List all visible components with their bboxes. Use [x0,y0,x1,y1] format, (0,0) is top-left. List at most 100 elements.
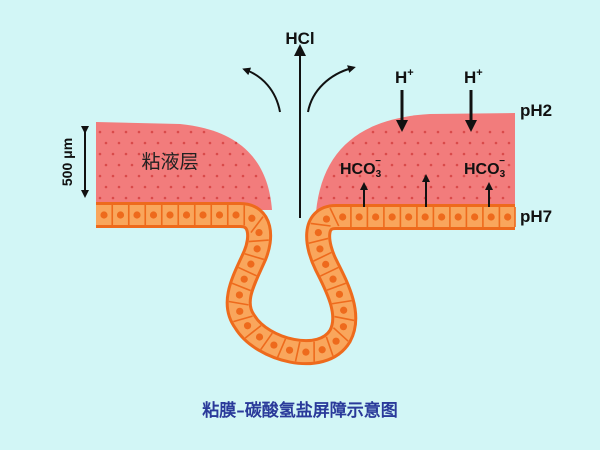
epithelium-outline [96,202,515,366]
mucus-dot [371,152,375,156]
cell-nucleus [340,306,348,314]
cell-wall [294,341,301,362]
mucus-dot [462,152,466,156]
mucus-dot [436,174,440,178]
mucus-dot [338,163,342,167]
mucus-dot [169,185,173,189]
mucus-dot [364,163,368,167]
mucus-dot [163,152,167,156]
mucus-dot [475,196,479,200]
mucus-dot [325,185,329,189]
hco3-label-2: HCO3− [464,156,506,180]
mucus-dot [202,152,206,156]
mucus-dot [189,174,193,178]
cell-wall [320,266,339,277]
cell-wall [260,332,273,351]
mucus-layer-label: 粘液层 [141,151,198,173]
mucus-dot [475,130,479,134]
mucus-dot [338,185,342,189]
mucus-dot [221,185,225,189]
cell-wall [276,338,287,358]
mucus-dot [169,141,173,145]
mucus-dot [410,196,414,200]
mucus-dot [221,141,225,145]
mucus-dot [195,163,199,167]
cell-nucleus [388,213,396,221]
mucus-dot [507,185,511,189]
mucus-dot [176,196,180,200]
mucus-dot [377,185,381,189]
mucus-dot [475,174,479,178]
mucus-dot [423,152,427,156]
mucus-dot [130,141,134,145]
mucus-dot [462,196,466,200]
cell-nucleus [316,245,324,253]
mucus-dot [202,130,206,134]
mucus-dot [429,185,433,189]
mucus-dot [429,141,433,145]
mucus-dot [182,141,186,145]
mucus-dot [104,141,108,145]
cell-wall [329,207,340,227]
mucus-dot [189,152,193,156]
mucus-dot [384,130,388,134]
mucus-dot [423,174,427,178]
mucus-dot [442,163,446,167]
cell-wall [231,282,252,292]
mucus-dot [247,163,251,167]
mucus-dot [501,152,505,156]
curved-arrow-right [307,65,356,113]
cell-wall [332,327,349,342]
cell-nucleus [232,211,240,219]
mucus-dot [117,141,121,145]
cell-nucleus [487,213,495,221]
cell-nucleus [421,213,429,221]
mucus-dot [468,141,472,145]
mucus-dot [234,163,238,167]
mucus-dot [423,130,427,134]
hco3-label-1: HCO3− [340,156,382,180]
mucus-dot [351,163,355,167]
cell-nucleus [329,275,337,283]
mucus-dot [468,163,472,167]
mucus-dot [481,163,485,167]
mucus-dot [501,174,505,178]
mucus-dot [208,141,212,145]
mucus-dot [163,196,167,200]
mucus-dot [130,185,134,189]
mucus-dot [228,174,232,178]
mucus-dot [416,185,420,189]
cell-nucleus [215,211,224,219]
cell-nucleus [248,214,256,222]
mucus-dot [371,130,375,134]
cell-nucleus [332,337,340,345]
mucus-dot [143,163,147,167]
mucus-dot [189,130,193,134]
mucus-dot [156,141,160,145]
mucus-dot [455,185,459,189]
mucus-dot [403,185,407,189]
mucus-dot [410,174,414,178]
mucus-dot [98,174,102,178]
cell-wall [250,216,264,234]
curved-arrow-left [242,67,281,113]
mucus-dot [117,185,121,189]
mucus-dot [501,196,505,200]
mucus-dot [124,130,128,134]
hcl-label: HCl [285,29,314,48]
mucus-dot [494,141,498,145]
mucus-dot [195,141,199,145]
cell-wall [228,300,249,306]
cell-nucleus [270,341,278,349]
mucus-dot [377,163,381,167]
mucus-dot [410,130,414,134]
mucus-dot [156,185,160,189]
mucus-dot [397,196,401,200]
mucus-dot [416,163,420,167]
mucus-dot [176,130,180,134]
cell-nucleus [166,211,174,219]
cell-nucleus [116,211,125,219]
cell-nucleus [314,228,322,237]
mucus-dot [488,130,492,134]
cell-nucleus [253,245,261,253]
